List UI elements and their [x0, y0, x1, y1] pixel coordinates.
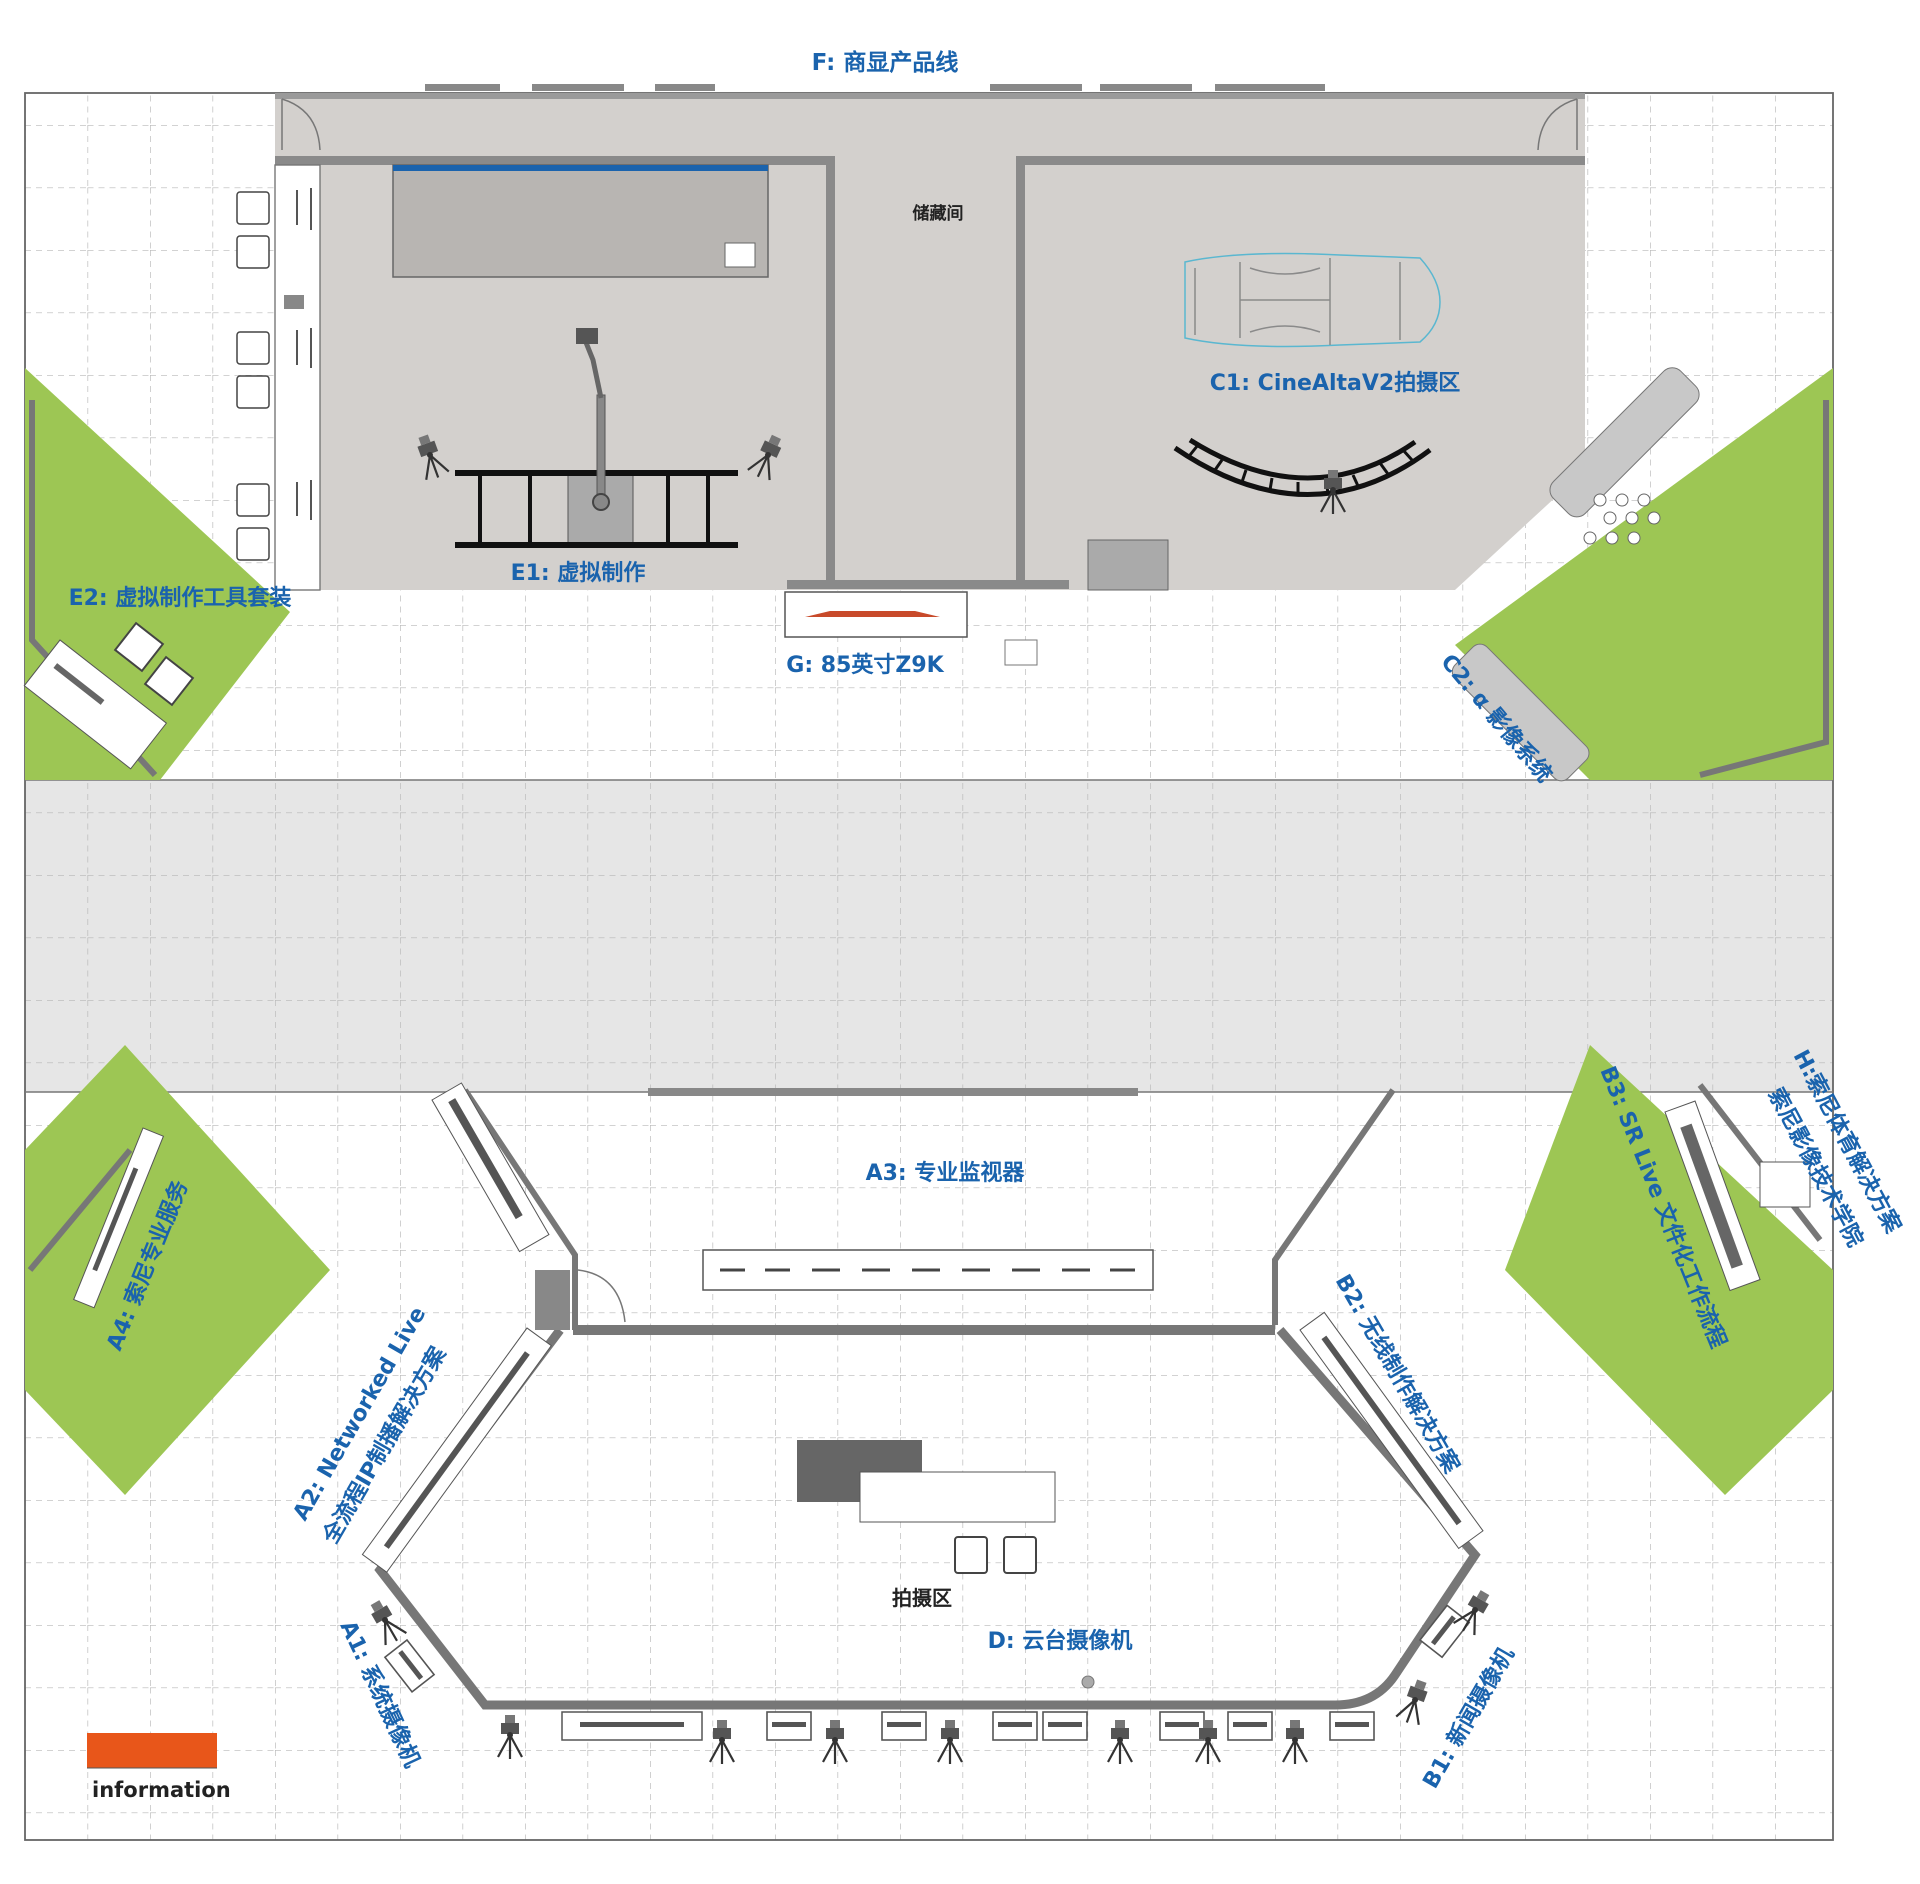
title-f: F: 商显产品线 [812, 49, 959, 76]
zone-c1-label: C1: CineAltaV2拍摄区 [1210, 370, 1460, 396]
c1-track [1173, 437, 1432, 516]
information-label: information [92, 1778, 231, 1802]
led-wall [392, 164, 769, 278]
e2-counter [236, 164, 321, 591]
zone-a3-label: A3: 专业监视器 [866, 1160, 1026, 1186]
storage-room-label: 储藏间 [913, 203, 964, 224]
c2-grass [1451, 367, 1833, 782]
shoot-area-label: 拍摄区 [892, 1586, 952, 1610]
ceiling-screens [425, 84, 1325, 91]
upper-pavilion [275, 84, 1585, 591]
e2-grass [23, 368, 290, 780]
c1-car [1184, 252, 1441, 348]
g-display [784, 591, 1038, 666]
zone-e2-label: E2: 虚拟制作工具套装 [69, 585, 292, 611]
information-desk [87, 1733, 217, 1769]
zone-d-label: D: 云台摄像机 [988, 1628, 1133, 1654]
zone-e1-label: E1: 虚拟制作 [511, 560, 646, 586]
a4-grass [25, 1045, 330, 1495]
b3-grass [1505, 1045, 1833, 1495]
lower-stage [361, 1082, 1497, 1766]
zone-g-label: G: 85英寸Z9K [786, 653, 944, 678]
e1-rig [410, 328, 789, 548]
storage-block [1087, 539, 1169, 591]
